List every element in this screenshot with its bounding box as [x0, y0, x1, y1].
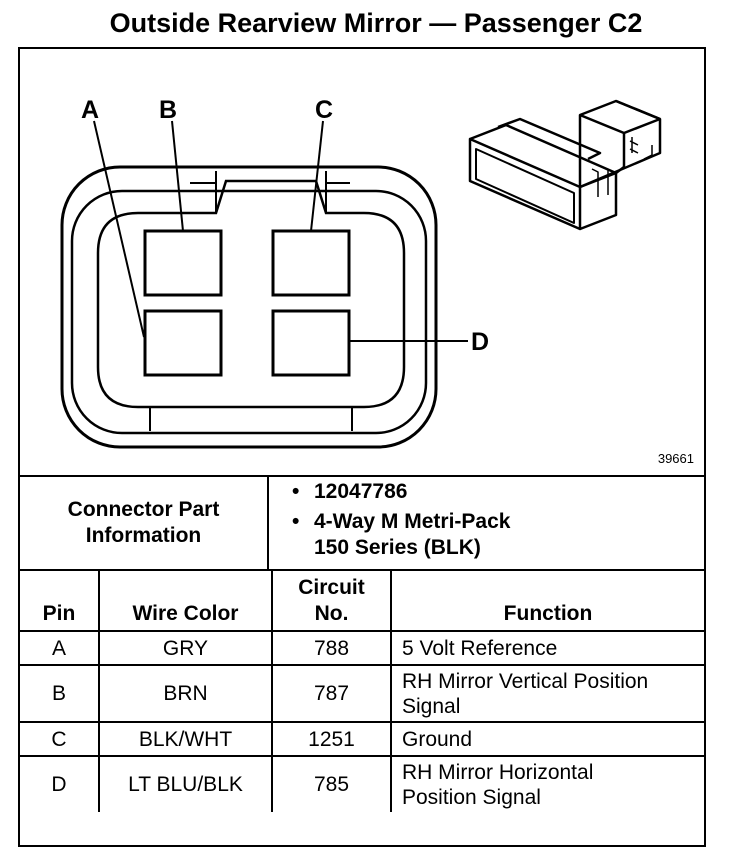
pin-table-header: Pin Wire Color Circuit No. Function [20, 569, 704, 632]
header-wire-color: Wire Color [98, 569, 273, 632]
circuit-cell: 787 [271, 664, 392, 723]
connector-drawing [60, 99, 662, 449]
pin-cell: D [20, 755, 100, 812]
connector-diagram: A B C D 39661 [20, 49, 704, 477]
connector-type-line: 150 Series (BLK) [314, 536, 481, 559]
function-cell: Ground [390, 721, 704, 757]
pin-cavity-b [143, 229, 223, 297]
leader-line-a [93, 120, 145, 338]
pin-label-b: B [159, 96, 178, 124]
page-title: Outside Rearview Mirror — Passenger C2 [109, 8, 643, 38]
connector-info-label: Connector Part Information [20, 477, 269, 569]
header-circuit-line: Circuit [298, 576, 365, 599]
table-row: A GRY 788 5 Volt Reference [20, 630, 704, 666]
leader-line-b [171, 120, 184, 232]
function-line: RH Mirror Horizontal [402, 760, 594, 784]
pin-label-a: A [81, 96, 100, 124]
circuit-cell: 785 [271, 755, 392, 812]
function-line: Ground [402, 727, 473, 751]
pin-label-d: D [471, 328, 490, 356]
pin-cavity-a [143, 309, 223, 377]
header-circuit: Circuit No. [271, 569, 392, 632]
connector-frame: A B C D 39661 Connector Part Information… [18, 47, 706, 847]
circuit-cell: 1251 [271, 721, 392, 757]
function-cell: RH Mirror Vertical Position Signal [390, 664, 704, 723]
wire-color-cell: BRN [98, 664, 273, 723]
wire-color-cell: GRY [98, 630, 273, 666]
connector-info-label-line: Connector Part [67, 498, 220, 521]
connector-info-label-line: Information [85, 524, 202, 547]
circuit-cell: 788 [271, 630, 392, 666]
connector-part-information: Connector Part Information 12047786 4-Wa… [20, 477, 704, 571]
function-cell: 5 Volt Reference [390, 630, 704, 666]
pin-cell: B [20, 664, 100, 723]
header-pin: Pin [20, 569, 100, 632]
function-line: 5 Volt Reference [402, 636, 558, 660]
pin-cell: A [20, 630, 100, 666]
function-line: Position Signal [402, 785, 541, 809]
connector-outer-shell [60, 165, 438, 449]
table-row: D LT BLU/BLK 785 RH Mirror Horizontal Po… [20, 755, 704, 812]
connector-inner-wall [70, 189, 428, 435]
pin-table: Pin Wire Color Circuit No. Function A GR… [20, 569, 704, 812]
connector-isometric-view [468, 99, 662, 231]
header-function: Function [390, 569, 704, 632]
pin-cell: C [20, 721, 100, 757]
pin-cavity-d [271, 309, 351, 377]
connector-type-line: 4-Way M Metri-Pack [314, 510, 511, 533]
connector-info-item: 4-Way M Metri-Pack 150 Series (BLK) [288, 509, 698, 561]
connector-info-item: 12047786 [288, 479, 698, 505]
figure-number: 39661 [657, 451, 694, 466]
function-line: Signal [402, 694, 461, 718]
function-line: RH Mirror Vertical Position [402, 669, 649, 693]
leader-line-c [310, 120, 324, 232]
wire-color-cell: LT BLU/BLK [98, 755, 273, 812]
wire-color-cell: BLK/WHT [98, 721, 273, 757]
pin-cavity-c [271, 229, 351, 297]
table-row: C BLK/WHT 1251 Ground [20, 721, 704, 757]
header-circuit-line: No. [314, 602, 349, 625]
pin-label-c: C [315, 96, 334, 124]
part-number: 12047786 [314, 480, 408, 503]
function-cell: RH Mirror Horizontal Position Signal [390, 755, 704, 812]
connector-info-list: 12047786 4-Way M Metri-Pack 150 Series (… [288, 479, 698, 565]
table-row: B BRN 787 RH Mirror Vertical Position Si… [20, 664, 704, 723]
connector-cavity [96, 179, 406, 409]
